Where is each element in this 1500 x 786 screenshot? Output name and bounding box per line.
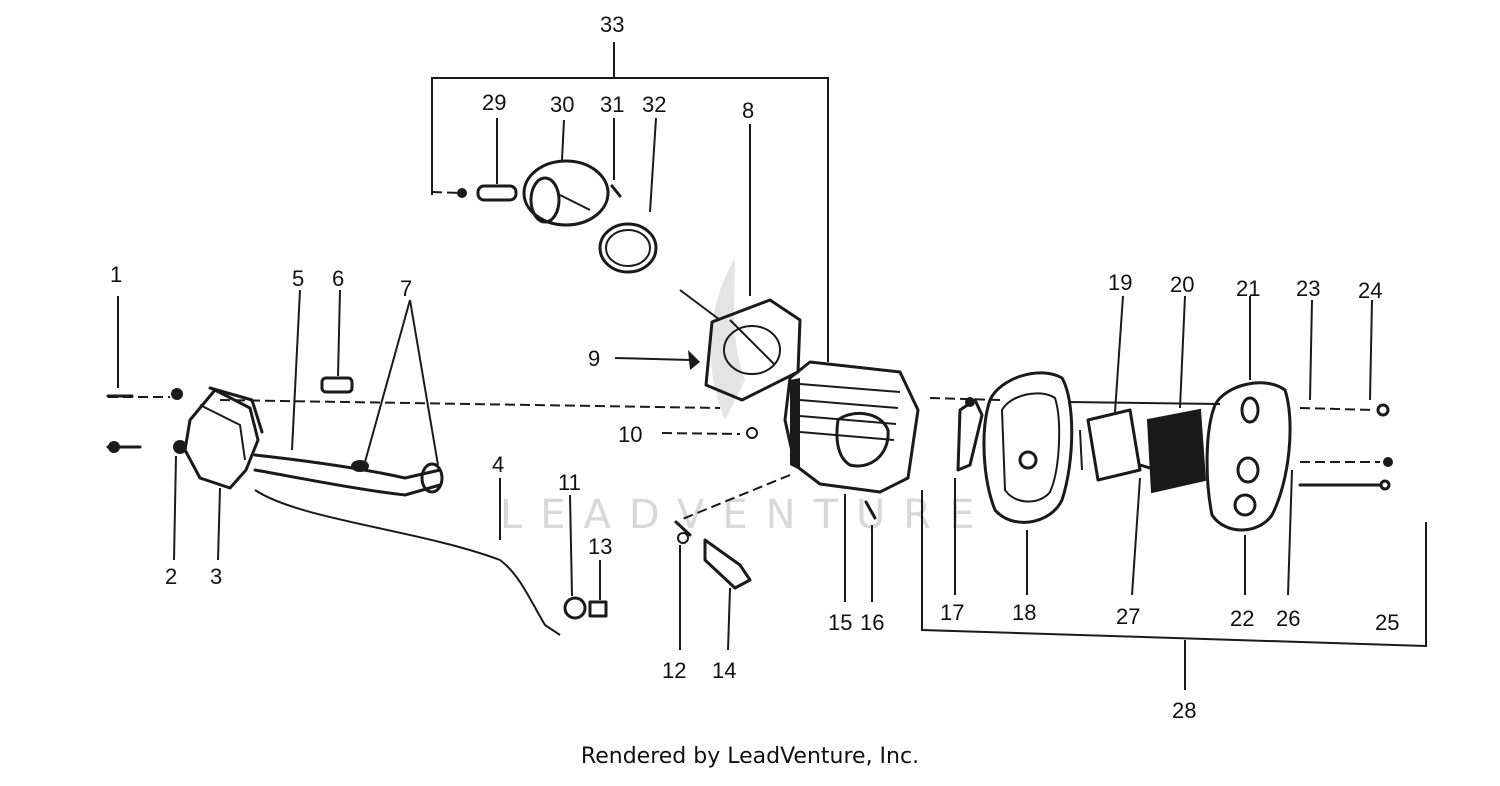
callout-19: 19	[1108, 270, 1132, 295]
callout-labels: 1 2 3 4 5 6 7 8 9 10 11 12 13 14 15 16 1…	[110, 12, 1399, 723]
gasket-part-17	[954, 397, 984, 595]
callout-24: 24	[1358, 278, 1382, 303]
ignition-wire-part-4	[254, 478, 561, 636]
callout-16: 16	[860, 610, 884, 635]
terminal-part-13	[588, 560, 608, 618]
watermark-text: LEADVENTURE	[500, 492, 992, 538]
washer-part-12	[674, 520, 692, 650]
connector-part-6	[320, 289, 354, 394]
callout-8: 8	[742, 98, 754, 123]
piston-part-30	[522, 119, 610, 227]
piston-ring-part-32	[598, 117, 658, 274]
callout-2: 2	[165, 564, 177, 589]
callout-3: 3	[210, 564, 222, 589]
callout-20: 20	[1170, 272, 1194, 297]
callout-15: 15	[828, 610, 852, 635]
callout-25: 25	[1375, 610, 1399, 635]
bolt-part-16	[864, 500, 877, 602]
screw-left-lower	[106, 441, 142, 453]
bracket-33	[431, 42, 829, 362]
filter-bracket-part-19	[1079, 295, 1142, 482]
piston-clip-part-31	[610, 118, 622, 198]
muffler-part-3	[183, 386, 264, 561]
callout-13: 13	[588, 534, 612, 559]
assembly-axis-line	[108, 396, 1001, 409]
callout-31: 31	[600, 92, 624, 117]
callout-33: 33	[600, 12, 624, 37]
gasket-part-10	[661, 427, 758, 439]
terminal-part-11	[563, 494, 587, 620]
callout-21: 21	[1236, 276, 1260, 301]
callout-29: 29	[482, 90, 506, 115]
callout-1: 1	[110, 262, 122, 287]
screw-part-1	[106, 296, 183, 400]
callout-30: 30	[550, 92, 574, 117]
callout-4: 4	[492, 452, 504, 477]
callout-22: 22	[1230, 606, 1254, 631]
filter-element-part-20	[1067, 295, 1221, 494]
washer-part-26	[1287, 469, 1293, 596]
callout-17: 17	[940, 600, 964, 625]
cylinder-part-15	[783, 360, 920, 602]
nut-part-2	[173, 440, 187, 561]
screw-part-25	[1298, 457, 1393, 491]
piston-pin-part-29	[431, 118, 518, 202]
callout-32: 32	[642, 92, 666, 117]
callout-7: 7	[400, 276, 412, 301]
bracket-28	[921, 490, 1427, 690]
filter-cover-part-22	[1205, 296, 1292, 595]
callout-10: 10	[618, 422, 642, 447]
gasket-part-8	[679, 124, 802, 402]
screw-part-23	[1299, 299, 1390, 417]
callout-9: 9	[588, 346, 600, 371]
fuel-line-part-5	[253, 289, 444, 497]
screw-part-9	[614, 350, 700, 370]
callout-5: 5	[292, 266, 304, 291]
rendered-by-caption: Rendered by LeadVenture, Inc.	[580, 744, 920, 769]
callout-27: 27	[1116, 604, 1140, 629]
clamps-part-7	[351, 299, 439, 472]
spark-plug-part-14	[679, 474, 791, 651]
callout-11: 11	[558, 470, 581, 495]
callout-14: 14	[712, 658, 736, 683]
filter-stud-part-27	[1131, 463, 1152, 596]
callout-18: 18	[1012, 600, 1036, 625]
callout-26: 26	[1276, 606, 1300, 631]
callout-23: 23	[1296, 276, 1320, 301]
callout-12: 12	[662, 658, 686, 683]
callout-6: 6	[332, 266, 344, 291]
filter-base-part-18	[982, 371, 1074, 595]
callout-28: 28	[1172, 698, 1196, 723]
